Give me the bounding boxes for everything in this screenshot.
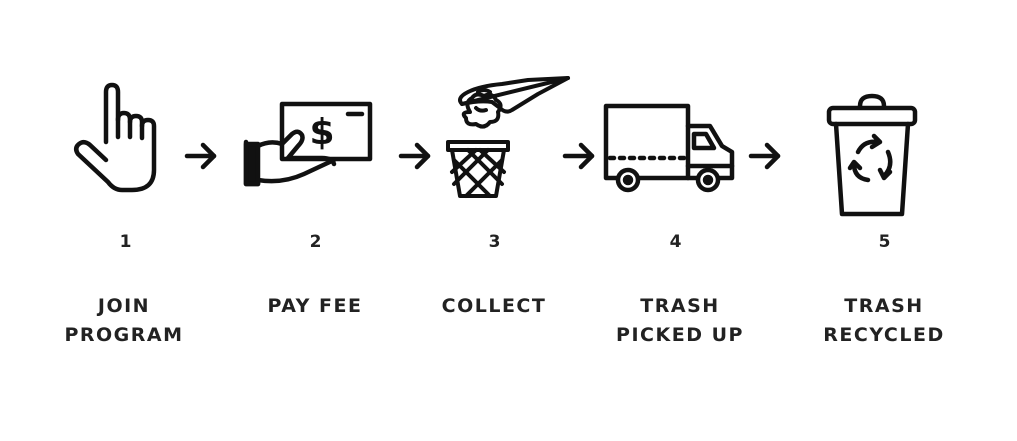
step-4-number: 4 [669, 232, 683, 252]
right-arrow-icon [562, 140, 598, 176]
step-2-number: 2 [309, 232, 323, 252]
step-3-label-line-1: COLLECT [441, 295, 547, 317]
pointing-hand-icon [70, 82, 170, 197]
step-1-label-line-1: JOIN [97, 295, 151, 317]
recycling-bin-icon [824, 92, 920, 220]
right-arrow-icon [748, 140, 784, 176]
step-1-number: 1 [119, 232, 133, 252]
delivery-truck-icon [602, 102, 738, 194]
right-arrow-icon [398, 140, 434, 176]
step-3-number: 3 [488, 232, 502, 252]
step-1-label-line-2: PROGRAM [64, 324, 184, 346]
step-4-label-line-1: TRASH [640, 295, 720, 317]
hand-dropping-trash-in-basket-icon [440, 72, 575, 204]
step-2-label-line-1: PAY FEE [267, 295, 363, 317]
step-5-label-line-2: RECYCLED [823, 324, 945, 346]
step-4-label: TRASH PICKED UP [595, 292, 765, 350]
hand-with-cash-icon: $ [242, 100, 374, 192]
svg-text:$: $ [309, 112, 334, 153]
step-1-label: JOIN PROGRAM [39, 292, 209, 350]
step-3-label: COLLECT [409, 292, 579, 321]
step-2-label: PAY FEE [230, 292, 400, 321]
step-5-number: 5 [878, 232, 892, 252]
right-arrow-icon [184, 140, 220, 176]
step-5-label-line-1: TRASH [844, 295, 924, 317]
step-4-label-line-2: PICKED UP [616, 324, 744, 346]
step-5-label: TRASH RECYCLED [799, 292, 969, 350]
